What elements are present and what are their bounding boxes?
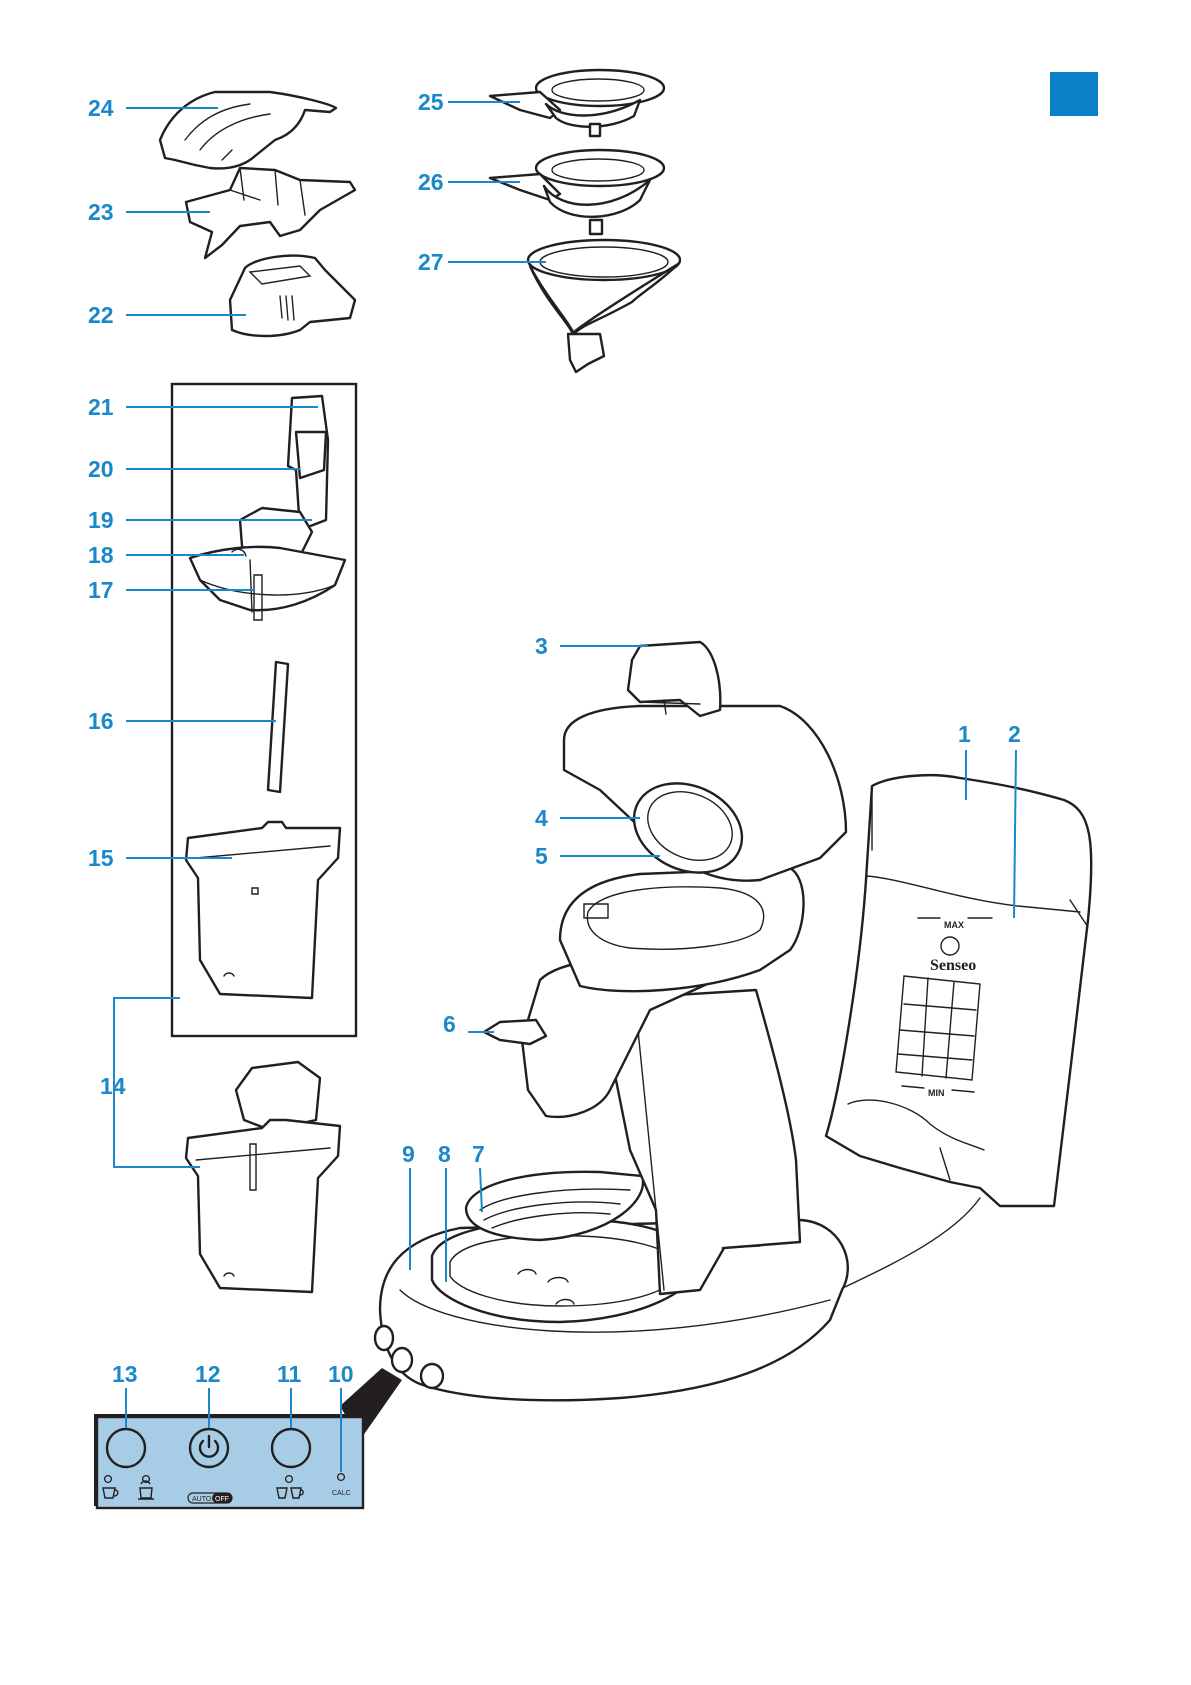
part-24-drawing (160, 92, 336, 168)
label-7: 7 (472, 1141, 485, 1167)
label-24: 24 (88, 95, 114, 121)
label-23: 23 (88, 199, 114, 225)
part-26-drawing (490, 150, 664, 234)
button-12-power[interactable] (190, 1429, 228, 1467)
min-mark: MIN (928, 1088, 945, 1098)
label-1: 1 (958, 721, 971, 747)
button-13[interactable] (107, 1429, 145, 1467)
label-13: 13 (112, 1361, 138, 1387)
part-27-drawing (528, 240, 680, 372)
label-8: 8 (438, 1141, 451, 1167)
label-10: 10 (328, 1361, 354, 1387)
part-23-drawing (186, 168, 355, 258)
label-26: 26 (418, 169, 444, 195)
label-14: 14 (100, 1073, 126, 1099)
label-2: 2 (1008, 721, 1021, 747)
label-19: 19 (88, 507, 114, 533)
brand-name: Senseo (930, 957, 976, 974)
label-22: 22 (88, 302, 114, 328)
part-15-drawing (186, 822, 340, 998)
label-3: 3 (535, 633, 548, 659)
label-15: 15 (88, 845, 114, 871)
label-27: 27 (418, 249, 444, 275)
label-12: 12 (195, 1361, 221, 1387)
label-16: 16 (88, 708, 114, 734)
label-9: 9 (402, 1141, 415, 1167)
label-20: 20 (88, 456, 114, 482)
label-5: 5 (535, 843, 548, 869)
label-25: 25 (418, 89, 444, 115)
calc-label: CALC (332, 1490, 351, 1497)
label-4: 4 (535, 805, 548, 831)
part-22-drawing (230, 256, 355, 336)
machine-drawing: MAX Senseo MIN (375, 642, 1091, 1400)
part-14-drawing (186, 1062, 340, 1292)
part-17-21-drawing (190, 396, 345, 620)
language-tab-marker (1050, 72, 1098, 116)
auto-off-switch-label: AUTO OFF (188, 1493, 232, 1503)
part-16-drawing (268, 662, 288, 792)
label-6: 6 (443, 1011, 456, 1037)
off-label: OFF (215, 1496, 229, 1503)
label-17: 17 (88, 577, 114, 603)
label-18: 18 (88, 542, 114, 568)
button-11[interactable] (272, 1429, 310, 1467)
label-21: 21 (88, 394, 114, 420)
control-panel: AUTO OFF CALC (94, 1414, 364, 1508)
label-11: 11 (277, 1361, 302, 1387)
auto-label: AUTO (192, 1496, 212, 1503)
max-mark: MAX (944, 920, 964, 930)
